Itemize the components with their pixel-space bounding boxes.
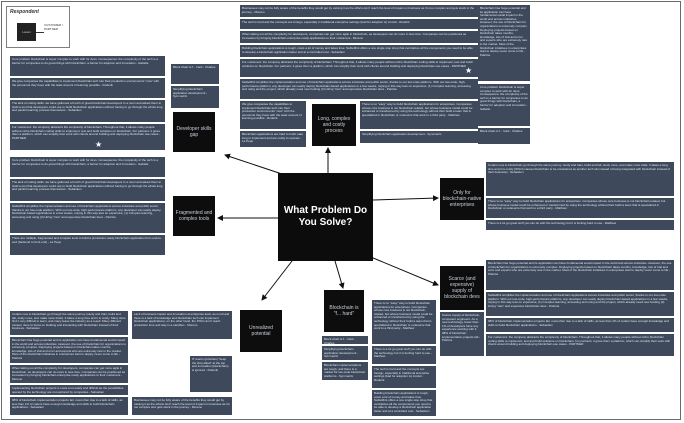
note-tl-2: We give companies the capabilities to im… bbox=[10, 78, 165, 98]
theme-scarce-expensive-devs: Scarce (and expensive) supply of blockch… bbox=[440, 266, 484, 310]
legend: Respondent Lorem CUSTOMER / PARTNER bbox=[6, 6, 70, 48]
note-tl-4: For customers: the company abstracts the… bbox=[10, 124, 165, 150]
note-s-1: Block chain is f... hard - Charles bbox=[171, 64, 219, 84]
arrow-to-only-enterprises bbox=[372, 195, 439, 202]
note-ml-1: Core problem blockchain is super complex… bbox=[10, 157, 165, 177]
note-tc-6: SettleMint simplifies the implementation… bbox=[240, 79, 478, 99]
star-icon: ★ bbox=[465, 66, 473, 75]
note-bc-5: There is a lot go great stuff you can do… bbox=[372, 346, 436, 364]
theme-fragmented-tools: Fragmented and complex tools bbox=[173, 196, 215, 236]
note-mr-1: Coders new to blockchain go through the … bbox=[486, 162, 674, 196]
note-bl-7: IT teams (priorities) "keep the ship afl… bbox=[190, 356, 232, 392]
note-br-2: SettleMint simplifies the implementation… bbox=[486, 292, 674, 316]
note-mr-2: There is no "easy" way to build blockcha… bbox=[486, 198, 674, 218]
note-tr-2: Core problem blockchain is super complex… bbox=[478, 84, 530, 126]
note-ml-3: SettleMint simplifies the implementation… bbox=[10, 203, 165, 233]
theme-hard-blockchain: Blockchain is "f... hard" bbox=[324, 290, 364, 332]
legend-respondent-box: Lorem bbox=[17, 23, 36, 41]
note-br-3: 98% of blockchain implementation project… bbox=[486, 318, 674, 332]
note-tl-1: Core problem blockchain is super complex… bbox=[10, 56, 165, 76]
note-bc-2: Simplifying blockchain application devel… bbox=[322, 346, 368, 360]
note-bl-3: When taking out all the complexity for d… bbox=[10, 365, 128, 383]
legend-title: Respondent bbox=[10, 9, 39, 15]
legend-connector bbox=[36, 32, 44, 33]
note-tc-5: For customers: the company abstracts the… bbox=[240, 59, 478, 77]
note-bl-5: 98% of blockchain implementation project… bbox=[10, 397, 128, 415]
note-tl-3: The lack of coding skills: we have gathe… bbox=[10, 100, 165, 122]
star-icon: ★ bbox=[95, 140, 103, 149]
note-tc-10: Simplifying blockchain application devel… bbox=[360, 131, 478, 143]
note-bc-3: Blockchain implementations are tough, an… bbox=[322, 362, 368, 380]
note-tc-8: Blockchain applications are hard to buil… bbox=[240, 131, 306, 147]
note-bl-8: Businesses may not be fully aware of the… bbox=[132, 397, 232, 415]
note-bl-2: Blockchain has huge potential and its ap… bbox=[10, 337, 128, 363]
note-ml-4: There are multiple, fragmented and compl… bbox=[10, 235, 165, 255]
theme-developer-skills-gap: Developer skills gap bbox=[173, 112, 215, 152]
note-bc-6: The tech is hard and the concepts are fo… bbox=[372, 366, 436, 388]
note-bc-7: Building blockchain applications is toug… bbox=[372, 390, 436, 416]
note-tc-9: There is no "easy" way to build blockcha… bbox=[360, 101, 478, 129]
central-question: What Problem Do You Solve? bbox=[278, 173, 373, 261]
note-bl-6: Lack of business impact and innovation a… bbox=[132, 311, 232, 339]
note-bl-1: Coders new to blockchain go through the … bbox=[10, 311, 128, 335]
theme-long-complex-costly: Long, complex and costly process bbox=[312, 104, 356, 146]
note-bl-4: Implementing blockchain projects is cost… bbox=[10, 385, 128, 395]
note-ml-2: The lack of coding skills: we have gathe… bbox=[10, 179, 165, 201]
note-bc-1: Block chain is f... hard - Charles bbox=[322, 336, 368, 344]
note-tc-2: The tech is hard and the concepts are fo… bbox=[240, 19, 478, 29]
arrow-to-hard-blockchain bbox=[334, 260, 345, 289]
legend-customer-label: CUSTOMER / PARTNER bbox=[44, 23, 63, 31]
note-tc-7: We give companies the capabilities to im… bbox=[240, 101, 306, 129]
arrow-to-scarce-devs bbox=[365, 254, 439, 286]
note-tr-3: Block chain is f... hard - Charles bbox=[478, 128, 530, 144]
note-bc-4: There is no "easy" way to build blockcha… bbox=[372, 300, 436, 344]
note-mr-3: There is a lot go great stuff you can do… bbox=[486, 220, 674, 230]
note-s-2: Simplifying blockchain application devel… bbox=[171, 86, 219, 108]
arrow-to-unrealized-potential bbox=[261, 260, 293, 301]
note-tc-4: Building blockchain applications is toug… bbox=[240, 45, 478, 57]
note-br-5: Scarce supply of blockchain-competent en… bbox=[440, 312, 484, 356]
theme-unrealized-potential: Unrealized potential bbox=[240, 310, 282, 352]
theme-only-enterprises: Only for blockchain-native enterprises bbox=[440, 178, 484, 220]
note-br-1: Blockchain has huge potential and its ap… bbox=[486, 260, 674, 290]
note-tc-3: When taking out all the complexity for d… bbox=[240, 31, 478, 43]
note-tr-1: Blockchain has huge potential and its ap… bbox=[478, 5, 530, 81]
note-br-4: For customers: the company abstracts the… bbox=[486, 334, 674, 356]
note-tc-1: Businesses may not be fully aware of the… bbox=[240, 5, 478, 17]
